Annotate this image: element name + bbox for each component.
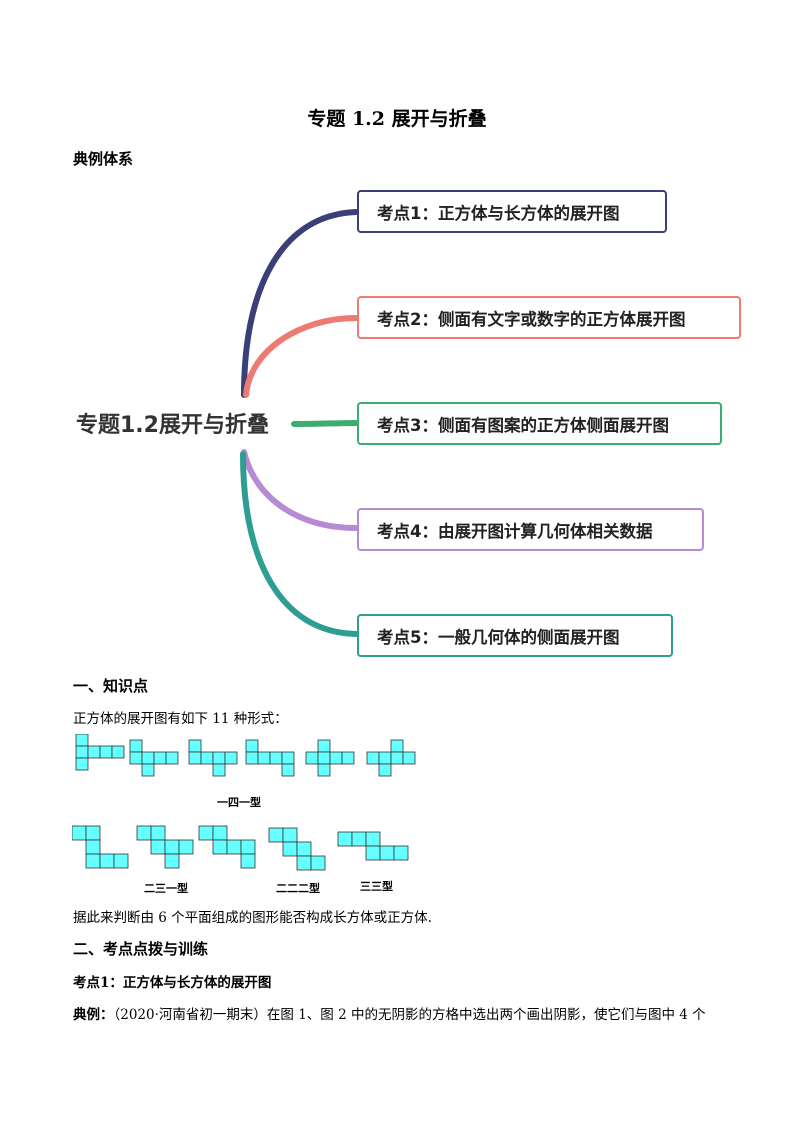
page-title: 专题 1.2 展开与折叠: [307, 108, 487, 130]
net-10-cell: [268, 827, 284, 843]
net-9-cell: [212, 839, 228, 855]
branch-connector-3: [291, 420, 359, 427]
net-6-cell: [366, 751, 380, 765]
net-4-cell: [281, 751, 295, 765]
net-6-cell: [378, 751, 392, 765]
net-8-cell: [150, 825, 166, 841]
net-4-cell: [269, 751, 283, 765]
net-5-cell: [329, 751, 343, 765]
net-1-cell: [75, 757, 89, 771]
net-5-cell: [305, 751, 319, 765]
net-2-cell: [129, 751, 143, 765]
net-5-cell: [317, 739, 331, 753]
mindmap-node-1: 考点1：正方体与长方体的展开图: [357, 190, 667, 233]
net-9-cell: [240, 853, 256, 869]
net-6-cell: [390, 751, 404, 765]
net-6-cell: [402, 751, 416, 765]
net-11-cell: [365, 845, 381, 861]
net-2-cell: [141, 763, 155, 777]
net-4-cell: [281, 763, 295, 777]
knowledge-conclusion: 据此来判断由 6 个平面组成的图形能否构成长方体或正方体.: [73, 910, 432, 926]
net-3-cell: [188, 751, 202, 765]
net-6-cell: [378, 763, 392, 777]
net-9-cell: [212, 825, 228, 841]
net-11-cell: [351, 831, 367, 847]
net-group-label-3: 二二二型: [276, 881, 320, 895]
net-3-cell: [212, 763, 226, 777]
net-3-cell: [212, 751, 226, 765]
knowledge-heading: 一、知识点: [73, 677, 149, 695]
net-10-cell: [310, 855, 326, 871]
net-6-cell: [390, 739, 404, 753]
training-heading: 二、考点点拨与训练: [73, 940, 209, 958]
net-11-cell: [365, 831, 381, 847]
net-2-cell: [153, 751, 167, 765]
kaodian-heading: 考点1：正方体与长方体的展开图: [73, 975, 272, 991]
net-1-cell: [87, 745, 101, 759]
net-group-label-2: 二三一型: [144, 881, 188, 895]
net-2-cell: [141, 751, 155, 765]
net-10-cell: [296, 841, 312, 857]
net-10-cell: [282, 827, 298, 843]
net-7-cell: [72, 825, 87, 841]
net-7-cell: [113, 853, 129, 869]
example-text: （2020·河南省初一期末）在图 1、图 2 中的无阴影的方格中选出两个画出阴影…: [113, 1007, 706, 1023]
net-4-cell: [245, 739, 259, 753]
net-8-cell: [164, 839, 180, 855]
net-3-cell: [200, 751, 214, 765]
net-11-cell: [337, 831, 353, 847]
knowledge-intro: 正方体的展开图有如下 11 种形式：: [73, 711, 288, 727]
net-7-cell: [85, 839, 101, 855]
net-5-cell: [317, 763, 331, 777]
net-7-cell: [99, 853, 115, 869]
net-9-cell: [240, 839, 256, 855]
net-1-cell: [75, 745, 89, 759]
net-8-cell: [178, 839, 194, 855]
net-10-cell: [282, 841, 298, 857]
example-label: 典例：: [73, 1007, 114, 1023]
net-8-cell: [136, 825, 152, 841]
example-paragraph: 典例：（2020·河南省初一期末）在图 1、图 2 中的无阴影的方格中选出两个画…: [73, 1003, 706, 1023]
net-7-cell: [85, 825, 101, 841]
net-11-cell: [393, 845, 409, 861]
net-7-cell: [85, 853, 101, 869]
mindmap-node-3: 考点3：侧面有图案的正方体侧面展开图: [357, 402, 722, 445]
net-2-cell: [129, 739, 143, 753]
net-9-cell: [198, 825, 214, 841]
mindmap-node-2: 考点2：侧面有文字或数字的正方体展开图: [357, 296, 741, 339]
net-8-cell: [164, 853, 180, 869]
net-4-cell: [245, 751, 259, 765]
branch-connector-1: [241, 209, 359, 398]
net-group-label-4: 三三型: [360, 879, 393, 893]
net-8-cell: [150, 839, 166, 855]
net-1-cell: [75, 734, 89, 747]
branch-connector-5: [240, 451, 359, 637]
net-group-label-1: 一四一型: [217, 795, 261, 809]
net-5-cell: [341, 751, 355, 765]
net-9-cell: [226, 839, 242, 855]
net-5-cell: [317, 751, 331, 765]
net-1-cell: [111, 745, 125, 759]
mindmap-node-5: 考点5：一般几何体的侧面展开图: [357, 614, 673, 657]
net-3-cell: [188, 739, 202, 753]
cube-nets-figure: 一四一型 二三一型 二二二型 三三型: [72, 734, 416, 895]
mindmap-node-4: 考点4：由展开图计算几何体相关数据: [357, 508, 704, 551]
mindmap-center: 专题1.2展开与折叠: [76, 413, 269, 438]
section-label: 典例体系: [73, 150, 134, 168]
net-1-cell: [99, 745, 113, 759]
net-3-cell: [224, 751, 238, 765]
net-10-cell: [296, 855, 312, 871]
net-11-cell: [379, 845, 395, 861]
net-4-cell: [257, 751, 271, 765]
branch-connector-4: [241, 449, 359, 531]
net-2-cell: [165, 751, 179, 765]
branch-connector-2: [243, 315, 359, 398]
mindmap-connectors: [240, 209, 359, 637]
